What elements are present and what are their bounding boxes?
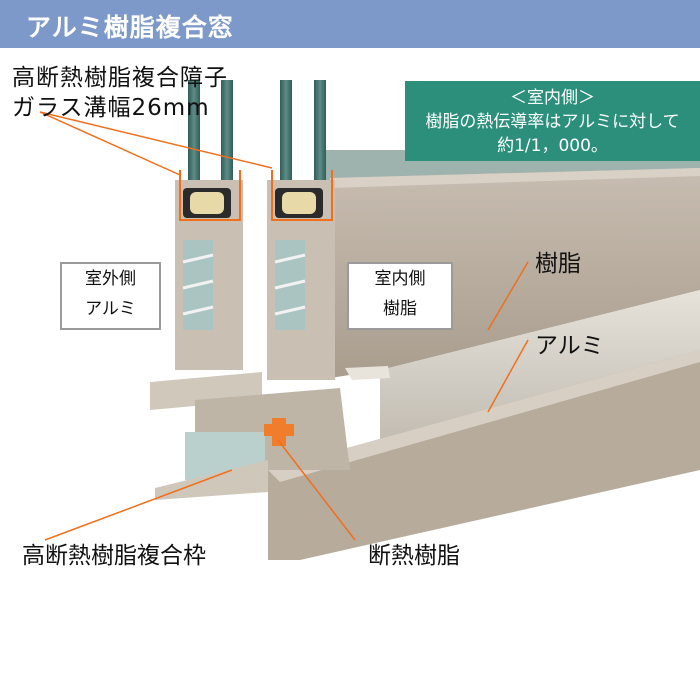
- frame-label: 高断熱樹脂複合枠: [22, 543, 206, 569]
- info-panel-line2: 樹脂の熱伝導率はアルミに対して: [425, 112, 680, 132]
- glass-pane-outer-b: [221, 80, 233, 190]
- sash-outer: [175, 180, 243, 370]
- info-panel-heading: ＜室内側＞: [510, 88, 595, 108]
- outside-box-line1: 室外側: [85, 269, 136, 289]
- info-panel: ＜室内側＞ 樹脂の熱伝導率はアルミに対して 約1/1，000。: [405, 81, 700, 161]
- page-title: アルミ樹脂複合窓: [26, 13, 234, 42]
- lower-frame-extrusion: [268, 350, 700, 560]
- outside-aluminum-box: 室外側 アルミ: [60, 262, 161, 330]
- groove-width-markers: [179, 170, 333, 221]
- glass-pane-outer-a: [188, 80, 200, 190]
- glass-pane-inner-b: [314, 80, 326, 190]
- insulation-resin-label: 断熱樹脂: [368, 543, 460, 569]
- outside-box-line2: アルミ: [85, 299, 136, 319]
- aluminum-label: アルミ: [535, 333, 604, 359]
- info-panel-line3: 約1/1，000。: [497, 136, 608, 156]
- frame-cross-section: [150, 372, 350, 500]
- leader-lines: [39, 111, 529, 541]
- glass-pane-inner-a: [280, 80, 292, 190]
- inside-box-line2: 樹脂: [383, 299, 417, 319]
- resin-panel-top-edge: [330, 168, 700, 188]
- aluminum-lip: [345, 366, 390, 380]
- lower-frame-top: [268, 350, 700, 482]
- sash-inner: [267, 180, 335, 380]
- resin-label: 樹脂: [535, 251, 581, 277]
- header-bar: アルミ樹脂複合窓: [0, 0, 700, 48]
- inside-resin-box: 室内側 樹脂: [347, 262, 453, 330]
- glass-groove-label-line1: 高断熱樹脂複合障子: [12, 65, 228, 91]
- glass-groove-label-line2: ガラス溝幅26mm: [12, 95, 210, 121]
- inside-box-line1: 室内側: [374, 269, 426, 289]
